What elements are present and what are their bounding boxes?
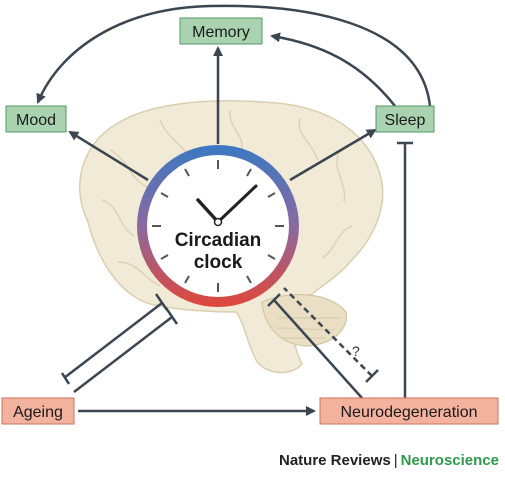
sleep-label: Sleep bbox=[385, 112, 426, 129]
sleep-to-mood-arrow bbox=[36, 4, 432, 107]
mood-box: Mood bbox=[5, 105, 67, 133]
neurodegeneration-inhibits-clock-link bbox=[267, 293, 363, 399]
uncertain-inhibition-link bbox=[283, 287, 379, 383]
ageing-box: Ageing bbox=[1, 397, 75, 425]
neurodegeneration-label: Neurodegeneration bbox=[341, 404, 478, 421]
clock-hour-hand bbox=[196, 198, 220, 224]
ageing-inhibits-clock-link bbox=[60, 293, 179, 393]
ageing-label: Ageing bbox=[13, 404, 63, 421]
clock-minute-hand bbox=[216, 184, 258, 224]
journal-name: Nature Reviews bbox=[278, 452, 391, 469]
credit-separator: | bbox=[393, 452, 398, 469]
clock-label-line2: clock bbox=[194, 252, 243, 273]
memory-box: Memory bbox=[179, 17, 263, 45]
neurodegeneration-inhibits-sleep-link bbox=[397, 141, 413, 398]
uncertain-link-question-mark: ? bbox=[352, 343, 360, 359]
memory-label: Memory bbox=[192, 24, 250, 41]
clock-to-sleep-arrow bbox=[289, 128, 377, 182]
neurodegeneration-box: Neurodegeneration bbox=[319, 397, 499, 425]
journal-credit: Nature Reviews|Neuroscience bbox=[279, 452, 499, 469]
clock-label-line1: Circadian bbox=[175, 230, 262, 251]
sleep-to-memory-arrow bbox=[270, 32, 396, 107]
clock-face: Circadian clock bbox=[137, 145, 299, 307]
circadian-clock-diagram: Circadian clock ? bbox=[1, 4, 499, 425]
journal-section: Neuroscience bbox=[400, 452, 499, 469]
clock-to-mood-arrow bbox=[68, 130, 149, 182]
sleep-box: Sleep bbox=[375, 105, 435, 133]
mood-label: Mood bbox=[16, 112, 56, 129]
